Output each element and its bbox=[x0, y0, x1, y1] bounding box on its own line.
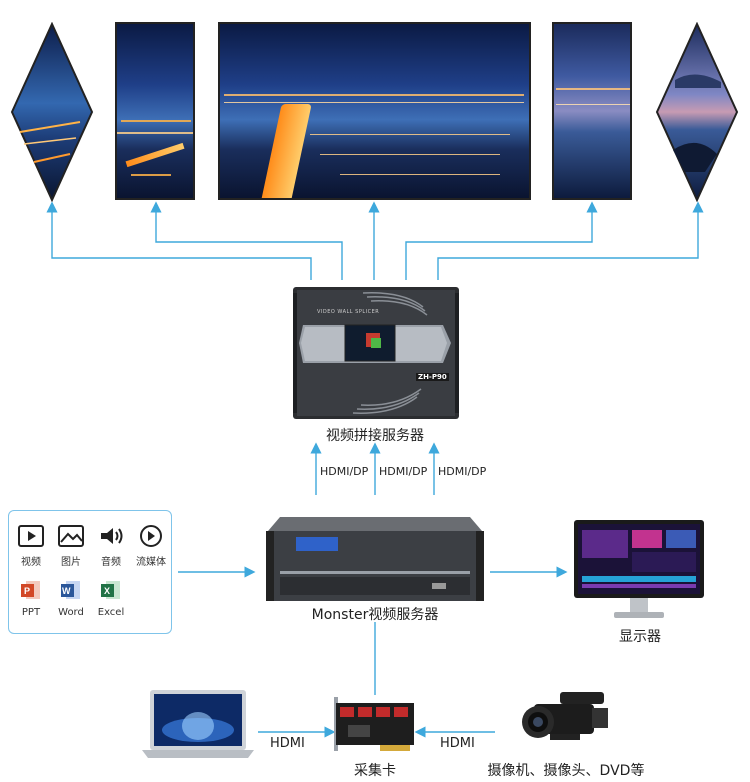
media-item-label: 图片 bbox=[61, 557, 81, 568]
media-item-excel: X Excel bbox=[91, 579, 131, 618]
media-item-video: 视频 bbox=[11, 525, 51, 568]
input-label-1: HDMI/DP bbox=[320, 465, 369, 478]
splicer-model-badge: ZH-P90 bbox=[416, 373, 449, 381]
speaker-icon bbox=[98, 525, 124, 547]
media-item-audio: 音频 bbox=[91, 525, 131, 568]
media-item-label: Excel bbox=[97, 607, 125, 618]
picture-icon bbox=[58, 525, 84, 547]
media-item-label: 音频 bbox=[101, 557, 121, 568]
display-panel-3 bbox=[218, 22, 531, 200]
word-icon: W bbox=[58, 579, 84, 601]
display-panel-2 bbox=[115, 22, 195, 200]
laptop-link-label: HDMI bbox=[270, 736, 305, 751]
media-item-picture: 图片 bbox=[51, 525, 91, 568]
media-source-panel: 视频 图片 音频 流媒体 P PPT W Word X Excel bbox=[8, 510, 172, 634]
output-line-4 bbox=[405, 201, 598, 280]
camera-link-label: HDMI bbox=[440, 736, 475, 751]
capture-card-caption: 采集卡 bbox=[354, 763, 396, 779]
stream-play-icon bbox=[138, 525, 164, 547]
input-label-2: HDMI/DP bbox=[379, 465, 428, 478]
svg-text:W: W bbox=[62, 586, 71, 596]
camera-caption: 摄像机、摄像头、DVD等 bbox=[487, 763, 645, 779]
input-label-3: HDMI/DP bbox=[438, 465, 487, 478]
media-item-ppt: P PPT bbox=[11, 579, 51, 618]
media-item-word: W Word bbox=[51, 579, 91, 618]
media-item-label: Word bbox=[58, 607, 84, 618]
monitor-caption: 显示器 bbox=[619, 629, 661, 645]
media-item-label: 流媒体 bbox=[136, 557, 166, 568]
excel-icon: X bbox=[98, 579, 124, 601]
output-line-1 bbox=[46, 201, 312, 280]
output-line-2 bbox=[150, 201, 343, 280]
svg-text:P: P bbox=[24, 586, 30, 596]
video-play-icon bbox=[18, 525, 44, 547]
output-line-5 bbox=[437, 201, 704, 280]
media-item-label: PPT bbox=[21, 607, 41, 618]
monster-caption: Monster视频服务器 bbox=[311, 607, 439, 623]
splicer-front-label: VIDEO WALL SPLICER bbox=[317, 309, 380, 315]
svg-text:X: X bbox=[104, 586, 110, 596]
powerpoint-icon: P bbox=[18, 579, 44, 601]
splicer-caption: 视频拼接服务器 bbox=[326, 428, 424, 444]
media-item-stream: 流媒体 bbox=[131, 525, 171, 568]
media-item-label: 视频 bbox=[21, 557, 41, 568]
display-panel-4 bbox=[552, 22, 632, 200]
